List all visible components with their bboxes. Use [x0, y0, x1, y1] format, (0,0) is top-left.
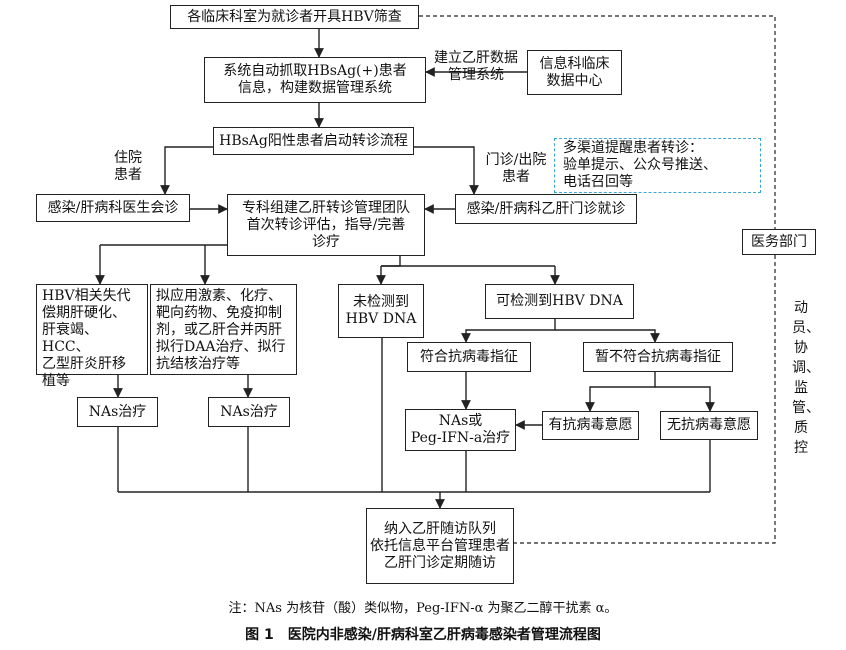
- node-follow-up: 纳入乙肝随访队列 依托信息平台管理患者 乙肝门诊定期随访: [366, 508, 514, 584]
- node-unwilling: 无抗病毒意愿: [660, 411, 758, 440]
- figure-caption: 图 1 医院内非感染/肝病科室乙肝病毒感染者管理流程图: [245, 627, 601, 643]
- node-reminder: 多渠道提醒患者转诊： 验单提示、公众号推送、 电话召回等: [554, 138, 761, 193]
- label-build-system: 建立乙肝数据 管理系统: [434, 50, 518, 83]
- node-hormones: 拟应用激素、化疗、 靶向药物、免疫抑制 剂，或乙肝合并丙肝 拟行DAA治疗、拟行…: [150, 284, 297, 375]
- node-auto-capture: 系统自动抓取HBsAg(+)患者 信息，构建数据管理系统: [204, 57, 426, 103]
- node-not-meets: 暂不符合抗病毒指征: [583, 342, 733, 372]
- node-willing: 有抗病毒意愿: [542, 411, 639, 440]
- node-referral-start: HBsAg阳性患者启动转诊流程: [213, 127, 414, 155]
- label-outpatient: 门诊/出院 患者: [485, 152, 547, 185]
- node-undetectable: 未检测到 HBV DNA: [338, 284, 424, 338]
- detectable-split: [461, 319, 556, 343]
- not-meets-split: [585, 372, 656, 412]
- node-team: 专科组建乙肝转诊管理团队 首次转诊评估，指导/完善 诊疗: [227, 194, 425, 256]
- node-outpatient-clinic: 感染/肝病科乙肝门诊就诊: [455, 194, 637, 224]
- node-nas-1: NAs治疗: [77, 397, 158, 427]
- arrow-to-outpatient-clinic: [414, 146, 479, 195]
- dashed-oversight-loop-top: [419, 15, 776, 229]
- detectable-split-right: [555, 329, 660, 343]
- node-detectable: 可检测到HBV DNA: [485, 284, 634, 319]
- node-inpatient-consult: 感染/肝病科医生会诊: [36, 194, 190, 222]
- not-meets-split-right: [655, 386, 715, 412]
- node-nas-peg: NAs或 Peg-IFN-a治疗: [405, 409, 516, 451]
- node-nas-2: NAs治疗: [208, 397, 290, 427]
- figure-note: 注：NAs 为核苷（酸）类似物，Peg-IFN-α 为聚乙二醇干扰素 α。: [228, 601, 618, 616]
- node-medical-affairs: 医务部门: [742, 229, 816, 255]
- node-decompensated: HBV相关失代 偿期肝硬化、 肝衰竭、HCC、 乙型肝炎肝移 植等: [36, 284, 148, 389]
- node-meets: 符合抗病毒指征: [407, 342, 531, 372]
- arrow-to-inpatient-consult: [160, 146, 213, 195]
- node-info-center: 信息科临床 数据中心: [527, 50, 622, 95]
- node-screening: 各临床科室为就诊者开具HBV筛查: [170, 5, 419, 29]
- label-inpatient: 住院 患者: [114, 150, 142, 183]
- dashed-oversight-loop-bottom: [514, 255, 776, 544]
- label-duties: 动员、协调、监管、质控: [792, 300, 820, 456]
